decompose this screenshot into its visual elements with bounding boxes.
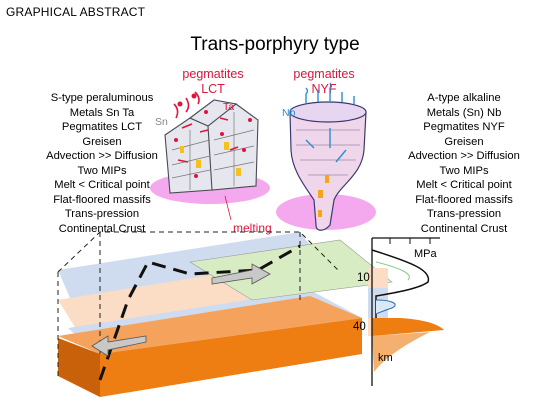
property-item: Melt < Critical point [54,179,150,191]
property-item: Pegmatites NYF [423,121,505,133]
property-item: Flat-floored massifs [53,193,151,206]
melt-peak-orange [372,318,444,336]
property-item: Continental Crust [420,222,508,235]
green-layer [189,239,393,301]
property-item: Advection >> Diffusion [408,150,520,162]
pegmatites-lct-line2: LCT [201,82,225,96]
property-item: Advection >> Diffusion [46,150,158,162]
property-item: Melt < Critical point [416,179,512,191]
pressure-depth-profile: MPa 10 40 km [353,237,444,386]
melting-label: melting [233,221,272,235]
a-type-massif: Nb [276,82,376,231]
property-item: S-type peraluminous [50,92,154,104]
pegmatites-lct-line1: pegmatites [182,67,244,81]
property-item: Greisen [444,135,484,148]
pressure-curve [371,249,430,318]
crustal-block [57,231,393,397]
depth-tick-10: 10 [357,272,370,284]
orange-crust-front [100,318,362,397]
pegmatites-lct-label: pegmatites LCT [168,67,258,97]
pegmatites-nyf-line1: pegmatites [293,67,355,81]
depth-tick-40: 40 [353,321,366,333]
property-item: Trans-pression [426,208,502,220]
blue-peak [375,299,396,315]
s-type-property-list: S-type peraluminous Metals Sn Ta Pegmati… [22,91,182,236]
property-item: Greisen [82,135,122,148]
property-item: A-type alkaline [427,92,501,104]
granite-block-top [188,99,238,127]
header-graphical-abstract: GRAPHICAL ABSTRACT [6,5,146,19]
ta-label: Ta [223,101,234,113]
orange-crust-side [58,338,100,397]
property-item: Flat-floored massifs [415,193,513,206]
motion-arrow-right [211,263,271,285]
pluton-top [289,101,367,123]
s-type-massif: Ta Sn melting [150,91,272,235]
property-item: Two MIPs [77,164,127,177]
property-item: Trans-pression [64,208,140,220]
fault-trace [98,244,301,381]
mpa-label: MPa [414,248,438,260]
km-label: km [378,352,393,364]
a-type-property-list: A-type alkaline Metals (Sn) Nb Pegmatite… [378,91,550,236]
sn-label: Sn [155,116,168,128]
property-item: Two MIPs [439,164,489,177]
property-item: Pegmatites LCT [61,121,143,133]
diagram-title: Trans-porphyry type [190,34,360,55]
motion-arrow-left [91,335,147,357]
nb-label: Nb [282,107,296,119]
property-item: Metals Sn Ta [69,106,135,119]
property-item: Metals (Sn) Nb [426,106,502,119]
